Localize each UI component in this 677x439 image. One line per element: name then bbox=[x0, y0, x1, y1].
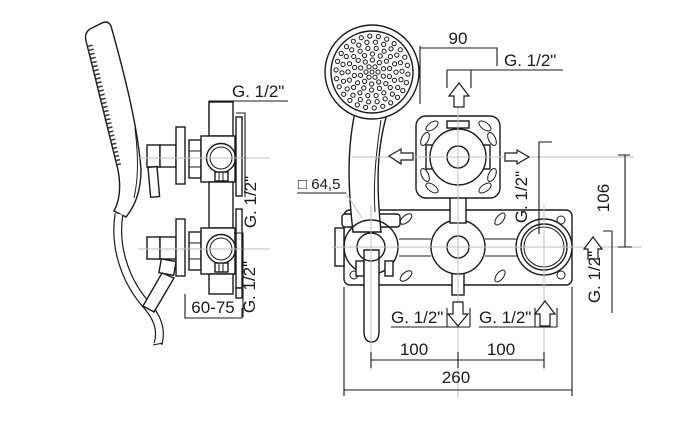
upper-handle bbox=[146, 144, 161, 168]
front-dim-100-left-label: 100 bbox=[400, 340, 428, 359]
spray-face-hatch bbox=[87, 44, 122, 168]
upper-flange bbox=[175, 126, 186, 185]
side-thread-top-label: G. 1/2" bbox=[232, 82, 284, 101]
upper-lever bbox=[147, 165, 161, 198]
flow-arrows bbox=[387, 82, 604, 327]
flow-arrow-down-icon bbox=[446, 301, 470, 327]
shower-hose-side bbox=[113, 213, 164, 346]
lower-hub bbox=[158, 258, 177, 277]
hand-shower-side bbox=[84, 21, 142, 218]
riser-pipe bbox=[208, 181, 234, 229]
flow-arrow-up-bottom-icon bbox=[533, 300, 557, 327]
plate-slots bbox=[399, 212, 506, 283]
front-dim-106-label: 106 bbox=[594, 184, 613, 212]
front-thread-bottom-left-label: G. 1/2" bbox=[391, 308, 443, 327]
flow-arrow-left-icon bbox=[387, 147, 414, 166]
shower-head-nozzles bbox=[333, 33, 411, 111]
front-thread-right-label: G. 1/2" bbox=[585, 251, 604, 303]
labels: G. 1/2" G. 1/2" G. 1/2" 60-75 90 G. 1/2"… bbox=[191, 29, 613, 387]
side-thread-lower-label: G. 1/2" bbox=[240, 261, 259, 313]
lower-lever bbox=[142, 272, 176, 313]
flow-arrow-right-icon bbox=[504, 148, 531, 166]
shower-head-front bbox=[324, 24, 420, 233]
flow-arrow-up-top-icon bbox=[447, 82, 471, 108]
lower-flange bbox=[175, 218, 186, 277]
side-thread-upper-label: G. 1/2" bbox=[241, 176, 260, 228]
front-thread-top-label: G. 1/2" bbox=[504, 51, 556, 70]
front-square-size-label: □ 64,5 bbox=[298, 176, 340, 193]
front-thread-mid-label: G. 1/2" bbox=[512, 171, 531, 223]
front-view bbox=[324, 24, 573, 343]
side-view bbox=[84, 21, 243, 346]
connector-bars bbox=[399, 238, 517, 257]
upper-wall-plate bbox=[235, 116, 243, 197]
side-depth-range-label: 60-75 bbox=[191, 298, 234, 317]
flow-arrow-up-right-icon bbox=[582, 236, 604, 260]
shower-head-face bbox=[324, 24, 420, 120]
front-dim-100-right-label: 100 bbox=[487, 340, 515, 359]
front-thread-bottom-right-label: G. 1/2" bbox=[479, 308, 531, 327]
front-dim-260-label: 260 bbox=[442, 368, 470, 387]
square-size-leader bbox=[345, 192, 363, 219]
front-dim-90-label: 90 bbox=[449, 29, 468, 48]
dimension-lines bbox=[184, 46, 632, 396]
